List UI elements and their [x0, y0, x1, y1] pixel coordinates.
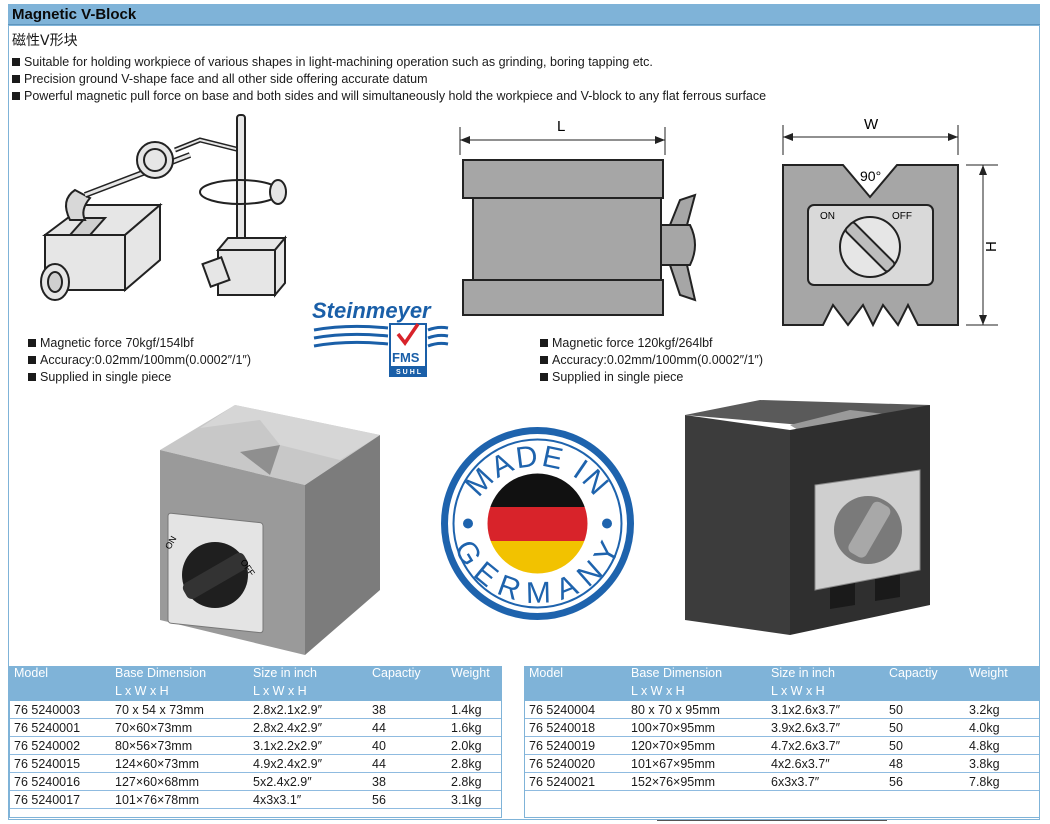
bullet-square-icon — [12, 92, 20, 100]
table-header-row: Model Base Dimension Size in inch Capact… — [524, 666, 1040, 684]
bullet-square-icon — [540, 373, 548, 381]
model-table-right: Model Base Dimension Size in inch Capact… — [524, 666, 1040, 791]
table-left-frame — [9, 666, 502, 818]
page-title: Magnetic V-Block — [8, 4, 1040, 25]
made-in-germany-seal: MADE IN GERMANY — [441, 427, 634, 620]
col-subheader-inch: L x W x H — [766, 684, 884, 701]
col-subheader-base: L x W x H — [626, 684, 766, 701]
table-subheader-row: L x W x H L x W x H — [9, 684, 502, 701]
feature-item: Precision ground V-shape face and all ot… — [12, 71, 766, 88]
specs-large-vblock: Magnetic force 120kgf/264lbf Accuracy:0.… — [540, 335, 763, 386]
logo-suhl-text: SUHL — [396, 369, 423, 376]
dimension-label-l: L — [557, 118, 565, 135]
chinese-title: 磁性V形块 — [12, 33, 78, 49]
col-subheader-base: L x W x H — [110, 684, 248, 701]
model-table-left: Model Base Dimension Size in inch Capact… — [9, 666, 502, 809]
side-view-diagram: L — [459, 118, 697, 316]
col-header-base: Base Dimension — [110, 666, 248, 684]
col-header-base: Base Dimension — [626, 666, 766, 684]
angle-label: 90° — [860, 168, 881, 184]
col-header-inch: Size in inch — [248, 666, 367, 684]
vblock-photo-small: ON OFF — [160, 405, 380, 655]
bullet-square-icon — [28, 356, 36, 364]
spec-item: Accuracy:0.02mm/100mm(0.0002″/1″) — [540, 352, 763, 369]
table-header-row: Model Base Dimension Size in inch Capact… — [9, 666, 502, 684]
feature-item: Suitable for holding workpiece of variou… — [12, 54, 766, 71]
col-header-model: Model — [9, 666, 110, 684]
spec-item: Supplied in single piece — [28, 369, 251, 386]
col-header-capacity: Capactiy — [884, 666, 964, 684]
front-view-diagram: W H 90° ON OFF — [782, 116, 1000, 328]
col-header-weight: Weight — [964, 666, 1040, 684]
feature-item: Powerful magnetic pull force on base and… — [12, 88, 766, 105]
table-subheader-row: L x W x H L x W x H — [524, 684, 1040, 701]
col-header-model: Model — [524, 666, 626, 684]
col-header-capacity: Capactiy — [367, 666, 446, 684]
col-subheader-inch: L x W x H — [248, 684, 367, 701]
logo-brand-text: Steinmeyer — [312, 298, 432, 323]
bullet-square-icon — [28, 339, 36, 347]
vblock-photo-large — [685, 400, 930, 635]
steinmeyer-logo: Steinmeyer FMS SUHL — [312, 298, 449, 377]
on-label: ON — [820, 211, 835, 222]
dimension-label-w: W — [864, 116, 879, 133]
feature-list: Suitable for holding workpiece of variou… — [12, 54, 766, 105]
bullet-square-icon — [28, 373, 36, 381]
spec-item: Supplied in single piece — [540, 369, 763, 386]
dimension-label-h: H — [983, 241, 1000, 252]
col-header-inch: Size in inch — [766, 666, 884, 684]
col-header-weight: Weight — [446, 666, 502, 684]
bullet-square-icon — [540, 356, 548, 364]
logo-fms-text: FMS — [392, 350, 420, 365]
magnetic-stand-illustration — [40, 114, 288, 301]
bottom-divider — [657, 820, 887, 821]
bullet-square-icon — [12, 75, 20, 83]
bullet-square-icon — [12, 58, 20, 66]
spec-item: Magnetic force 70kgf/154lbf — [28, 335, 251, 352]
off-label: OFF — [892, 211, 912, 222]
specs-small-vblock: Magnetic force 70kgf/154lbf Accuracy:0.0… — [28, 335, 251, 386]
spec-item: Accuracy:0.02mm/100mm(0.0002″/1″) — [28, 352, 251, 369]
table-right-frame — [524, 666, 1040, 818]
bullet-square-icon — [540, 339, 548, 347]
spec-item: Magnetic force 120kgf/264lbf — [540, 335, 763, 352]
content-frame — [8, 25, 1040, 820]
